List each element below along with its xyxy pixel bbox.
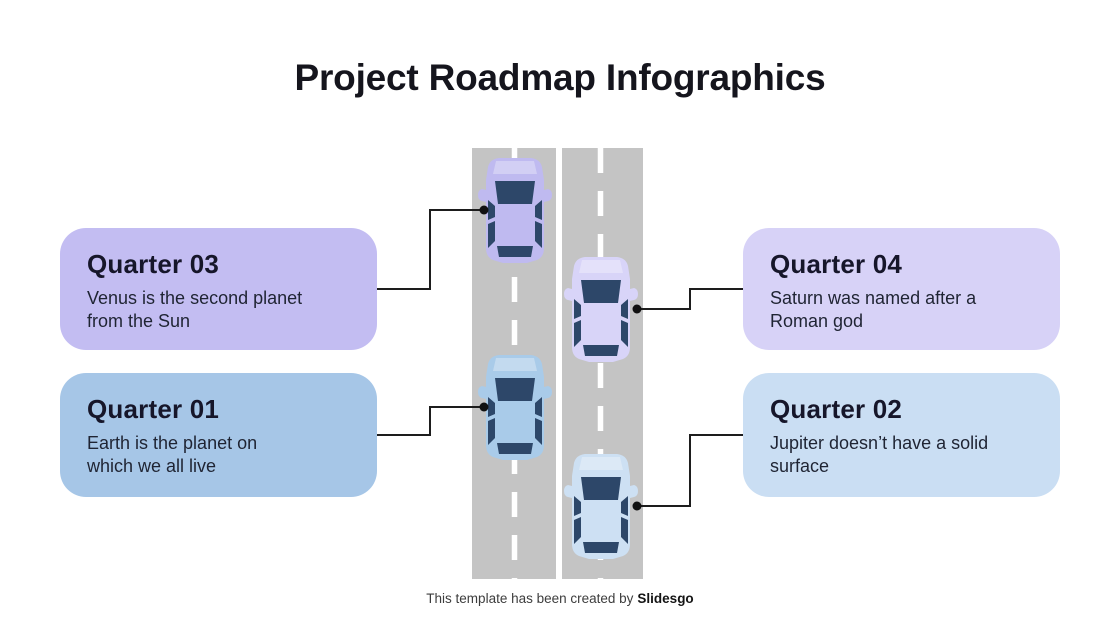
quarter-04-title: Quarter 04 [770,249,903,279]
slide-title: Project Roadmap Infographics [294,57,826,98]
connector-dot-q3 [479,205,489,215]
quarter-01-description: Earth is the planet on which we all live [87,433,258,476]
connector-dot-q1 [479,402,489,412]
car-hood-highlight [579,260,623,273]
connector-line-q3 [377,209,484,290]
connector-dot-q2 [632,501,642,511]
quarter-01-card: Quarter 01 Earth is the planet on which … [60,373,377,497]
car-q3-icon [478,158,552,263]
car-windows [488,181,542,257]
quarter-02-title: Quarter 02 [770,394,903,424]
connector-line-q2 [637,434,743,507]
quarter-03-description: Venus is the second planet from the Sun [87,288,303,331]
car-hood-highlight [493,358,537,371]
quarter-01-title: Quarter 01 [87,394,220,424]
car-hood-highlight [579,457,623,470]
connector-line-q4 [637,288,743,310]
car-hood-highlight [493,161,537,174]
car-windows [574,477,628,553]
quarter-03-title: Quarter 03 [87,249,220,279]
connector-dot-q4 [632,304,642,314]
car-q2-icon [564,454,638,559]
car-q1-icon [478,355,552,460]
quarter-02-card: Quarter 02 Jupiter doesn’t have a solid … [743,373,1060,497]
car-windows [574,280,628,356]
car-q4-icon [564,257,638,362]
connector-line-q1 [377,406,484,436]
connector-dots [479,205,642,511]
quarter-04-description: Saturn was named after a Roman god [770,288,977,331]
quarter-04-card: Quarter 04 Saturn was named after a Roma… [743,228,1060,350]
car-windows [488,378,542,454]
footer-text: This template has been created by [426,591,634,606]
connectors [377,209,743,507]
quarter-03-card: Quarter 03 Venus is the second planet fr… [60,228,377,350]
quarter-02-description: Jupiter doesn’t have a solid surface [770,433,989,476]
footer-brand: Slidesgo [637,591,694,606]
